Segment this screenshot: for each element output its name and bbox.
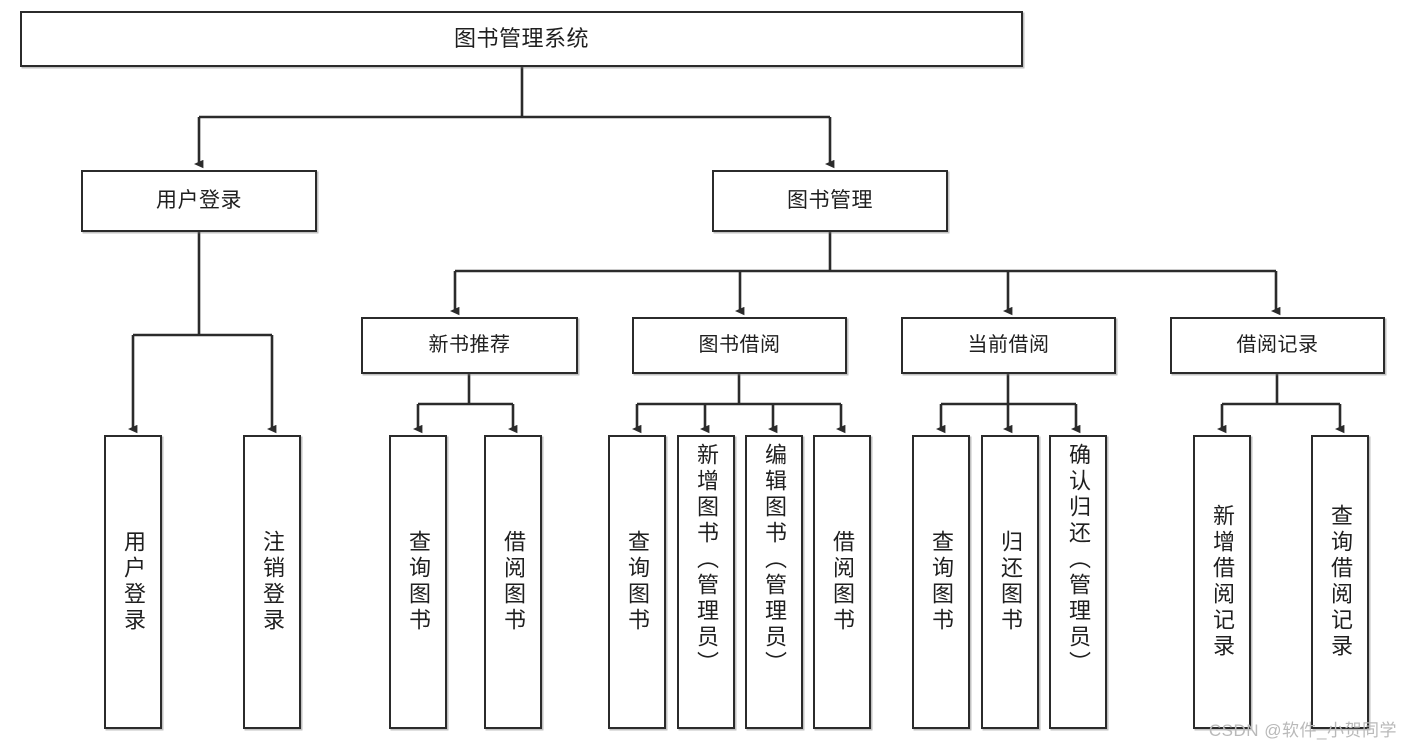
node-current-borrow[interactable]: 当前借阅	[901, 317, 1116, 374]
watermark: CSDN @软件_小贺同学	[1208, 721, 1397, 740]
node-label: 图书管理系统	[453, 26, 589, 52]
node-label: 查询图书	[406, 530, 431, 634]
leaf-borrow-edit-book-admin[interactable]: 编辑图书（管理员）	[745, 435, 803, 729]
leaf-current-return-book[interactable]: 归还图书	[981, 435, 1039, 729]
leaf-borrow-query-book[interactable]: 查询图书	[608, 435, 666, 729]
node-label: 借阅图书	[501, 530, 526, 634]
node-label: 查询图书	[929, 530, 954, 634]
leaf-new-book-query-book[interactable]: 查询图书	[389, 435, 447, 729]
node-user-login[interactable]: 用户登录	[81, 170, 317, 232]
node-label: 确认归还（管理员）	[1066, 443, 1091, 677]
node-label: 图书借阅	[698, 334, 781, 356]
node-book-management[interactable]: 图书管理	[712, 170, 948, 232]
node-label: 用户登录	[156, 188, 242, 212]
node-label: 编辑图书（管理员）	[762, 443, 787, 677]
node-label: 新增借阅记录	[1210, 504, 1235, 660]
leaf-borrow-add-book-admin[interactable]: 新增图书（管理员）	[677, 435, 735, 729]
leaf-current-query-book[interactable]: 查询图书	[912, 435, 970, 729]
node-label: 借阅图书	[830, 530, 855, 634]
leaf-new-book-borrow-book[interactable]: 借阅图书	[484, 435, 542, 729]
node-root-library-system[interactable]: 图书管理系统	[20, 11, 1023, 67]
node-label: 查询图书	[625, 530, 650, 634]
node-label: 新书推荐	[428, 334, 511, 356]
node-label: 当前借阅	[967, 334, 1050, 356]
leaf-records-add-record[interactable]: 新增借阅记录	[1193, 435, 1251, 729]
node-book-borrow[interactable]: 图书借阅	[632, 317, 847, 374]
node-label: 查询借阅记录	[1328, 504, 1353, 660]
node-label: 归还图书	[998, 530, 1023, 634]
node-new-book-recommendation[interactable]: 新书推荐	[361, 317, 578, 374]
node-label: 借阅记录	[1236, 334, 1319, 356]
node-label: 用户登录	[121, 530, 146, 634]
node-label: 注销登录	[260, 530, 285, 634]
leaf-user-login-signin[interactable]: 用户登录	[104, 435, 162, 729]
leaf-user-login-signout[interactable]: 注销登录	[243, 435, 301, 729]
leaf-records-query-record[interactable]: 查询借阅记录	[1311, 435, 1369, 729]
node-label: 图书管理	[787, 188, 873, 212]
node-borrow-records[interactable]: 借阅记录	[1170, 317, 1385, 374]
node-label: 新增图书（管理员）	[694, 443, 719, 677]
leaf-borrow-borrow-book[interactable]: 借阅图书	[813, 435, 871, 729]
leaf-current-confirm-return-admin[interactable]: 确认归还（管理员）	[1049, 435, 1107, 729]
